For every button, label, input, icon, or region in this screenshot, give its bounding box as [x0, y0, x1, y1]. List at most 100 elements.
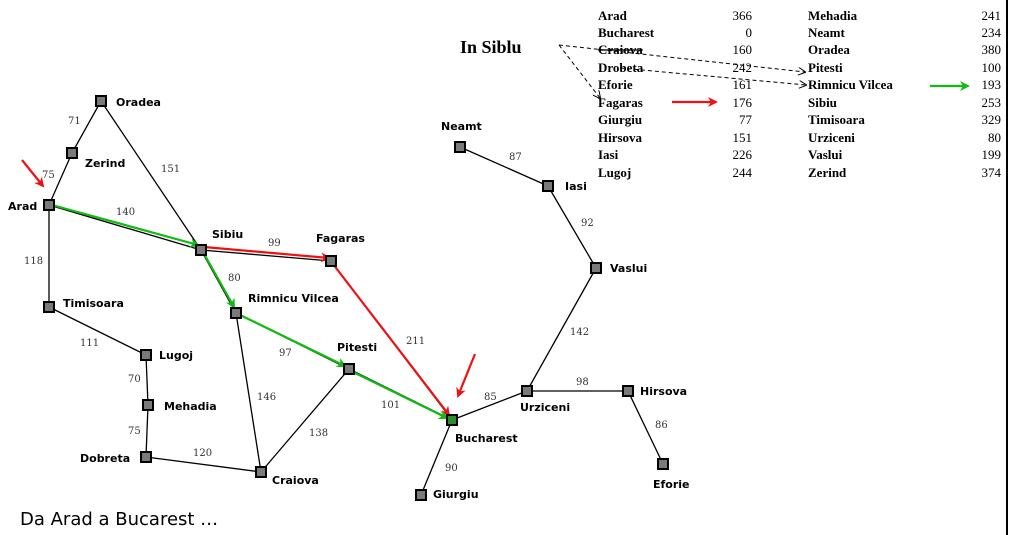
label-giurgiu: Giurgiu [433, 488, 479, 501]
dist-bucharest-urziceni: 85 [484, 392, 497, 403]
table-left-city-1: Bucharest [598, 25, 655, 40]
in-siblu-annotation: In Siblu [460, 37, 806, 98]
node-urziceni [521, 385, 533, 397]
label-rimnicu-vilcea: Rimnicu Vilcea [248, 292, 339, 305]
table-left-city-2: Craiova [598, 42, 643, 57]
table-left-city-5: Fagaras [598, 95, 643, 110]
table-right-value-4: 193 [982, 77, 1002, 92]
dist-urziceni-hirsova: 98 [576, 377, 589, 388]
table-right-city-6: Timisoara [808, 112, 865, 127]
label-mehadia: Mehadia [164, 400, 217, 413]
road-urziceni-vaslui [526, 267, 597, 392]
table-left-value-9: 244 [733, 165, 753, 180]
dist-sibiu-fagaras: 99 [268, 238, 281, 249]
road-iasi-neamt [459, 146, 549, 187]
table-right-value-8: 199 [982, 147, 1002, 162]
table-right-city-5: Sibiu [808, 95, 837, 110]
red-pointer-arrow-bucharest [456, 353, 477, 398]
table-left-city-8: Iasi [598, 147, 619, 162]
table-right-value-5: 253 [982, 95, 1002, 110]
label-timisoara: Timisoara [63, 297, 124, 310]
dist-oradea-zerind: 71 [68, 116, 81, 127]
node-eforie [657, 458, 669, 470]
right-border-line [1006, 0, 1008, 535]
heuristic-table: Arad 366 Bucharest 0 Craiova 160 Drobeta… [598, 8, 1002, 180]
label-eforie: Eforie [653, 478, 690, 491]
label-urziceni: Urziceni [520, 401, 570, 414]
table-right-value-0: 241 [982, 8, 1002, 23]
dashed-arrow-to-fagaras [558, 44, 600, 98]
table-left-value-2: 160 [733, 42, 753, 57]
node-hirsova [622, 385, 634, 397]
table-right-value-6: 329 [982, 112, 1002, 127]
node-zerind [66, 147, 78, 159]
table-left-city-3: Drobeta [598, 60, 644, 75]
node-pitesti [343, 363, 355, 375]
dist-rimnicu-pitesti: 97 [279, 348, 292, 359]
dashed-arrow-to-pitesti [558, 44, 805, 72]
road-network [48, 100, 664, 496]
dashed-arrow-to-rimnicu [619, 67, 806, 85]
road-oradea-zerind [71, 100, 102, 154]
heuristic-table-left-column: Arad 366 Bucharest 0 Craiova 160 Drobeta… [598, 8, 753, 180]
table-right-city-1: Neamt [808, 25, 845, 40]
node-giurgiu [415, 489, 427, 501]
dist-pitesti-craiova: 138 [309, 428, 328, 439]
distance-labels: 71 75 151 140 118 111 70 75 120 99 80 97… [24, 116, 668, 474]
label-hirsova: Hirsova [640, 385, 687, 398]
node-dobreta [140, 451, 152, 463]
node-timisoara [43, 301, 55, 313]
label-sibiu: Sibiu [212, 228, 243, 241]
table-left-city-7: Hirsova [598, 130, 643, 145]
dist-timisoara-lugoj: 111 [80, 338, 99, 349]
table-right-city-0: Mehadia [808, 8, 858, 23]
label-craiova: Craiova [272, 474, 319, 487]
heuristic-table-right-column: Mehadia 241 Neamt 234 Oradea 380 Pitesti… [808, 8, 1002, 180]
table-right-city-8: Vaslui [808, 147, 843, 162]
table-left-city-4: Eforie [598, 77, 633, 92]
table-left-value-8: 226 [733, 147, 753, 162]
label-zerind: Zerind [85, 157, 125, 170]
road-dobreta-craiova [145, 456, 262, 473]
table-right-city-2: Oradea [808, 42, 850, 57]
dist-iasi-vaslui: 92 [581, 218, 594, 229]
table-left-value-1: 0 [746, 25, 753, 40]
label-lugoj: Lugoj [159, 349, 193, 362]
label-pitesti: Pitesti [337, 341, 377, 354]
table-right-city-7: Urziceni [808, 130, 855, 145]
road-vaslui-iasi [547, 185, 597, 269]
dist-rimnicu-craiova: 146 [257, 392, 276, 403]
table-right-value-7: 80 [988, 130, 1001, 145]
label-vaslui: Vaslui [610, 262, 647, 275]
red-arrow-sibiu-fagaras [203, 245, 331, 263]
table-right-city-3: Pitesti [808, 60, 843, 75]
dist-bucharest-giurgiu: 90 [445, 463, 458, 474]
table-left-city-0: Arad [598, 8, 628, 23]
dist-hirsova-eforie: 86 [655, 420, 668, 431]
label-arad: Arad [8, 200, 37, 213]
table-left-value-7: 151 [733, 130, 753, 145]
node-oradea [95, 95, 107, 107]
node-rimnicu-vilcea [230, 307, 242, 319]
table-left-city-6: Giurgiu [598, 112, 642, 127]
node-vaslui [590, 262, 602, 274]
dist-lugoj-mehadia: 70 [128, 374, 141, 385]
road-rimnicu-craiova [235, 312, 262, 473]
label-neamt: Neamt [441, 120, 482, 133]
road-arad-sibiu [48, 204, 202, 251]
red-arrow-fagaras-bucharest [332, 263, 451, 417]
node-neamt [454, 141, 466, 153]
road-hirsova-eforie [627, 390, 664, 465]
node-iasi [542, 180, 554, 192]
search-path-arrows [21, 159, 477, 419]
node-lugoj [140, 349, 152, 361]
table-right-value-3: 100 [982, 60, 1002, 75]
road-pitesti-craiova [260, 368, 350, 473]
label-dobreta: Dobreta [80, 452, 130, 465]
table-right-value-2: 380 [982, 42, 1002, 57]
node-bucharest [446, 414, 458, 426]
dist-dobreta-craiova: 120 [193, 448, 212, 459]
road-mehadia-dobreta [145, 404, 149, 458]
table-right-value-9: 374 [982, 165, 1002, 180]
